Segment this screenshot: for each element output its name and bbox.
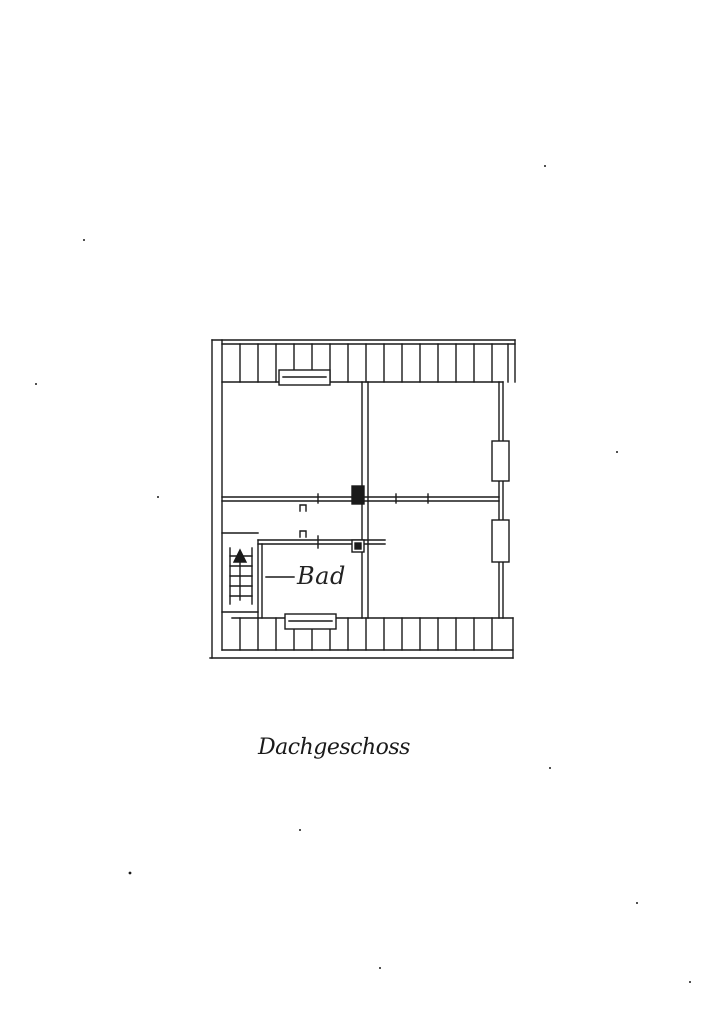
roof-band-top — [221, 343, 509, 383]
room-label-bath: Bad — [297, 562, 346, 590]
roof-band-bottom — [231, 617, 514, 651]
floor-caption: Dachgeschoss — [258, 735, 410, 760]
scan-specks — [35, 165, 691, 983]
stair-arrow-icon — [232, 548, 248, 601]
window-right-upper — [491, 440, 510, 482]
window-right-lower — [491, 519, 510, 563]
outer-walls — [209, 339, 516, 659]
staircase — [229, 547, 253, 605]
chimney — [351, 485, 365, 505]
